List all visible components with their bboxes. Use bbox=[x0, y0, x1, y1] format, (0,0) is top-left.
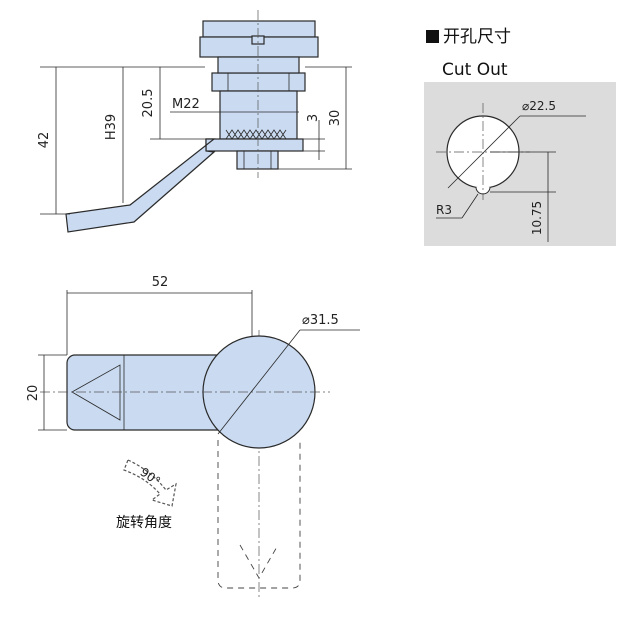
rotation-arrow-icon bbox=[123, 459, 177, 507]
hex-nut bbox=[211, 72, 306, 92]
cam-arm bbox=[65, 138, 216, 233]
dim-20-5: 20.5 bbox=[141, 89, 156, 118]
dim-52: 52 bbox=[152, 275, 169, 290]
lock-body-upper bbox=[217, 56, 300, 74]
retaining-screw bbox=[236, 150, 279, 170]
cutout-radius: R3 bbox=[436, 203, 452, 217]
lock-body bbox=[219, 90, 298, 140]
top-view: 52 20 ⌀31.5 90° bbox=[26, 275, 360, 600]
cutout-subtitle: Cut Out bbox=[442, 60, 508, 80]
cutout-view: ⌀22.5 R3 10.75 bbox=[424, 82, 616, 246]
dim-3: 3 bbox=[306, 114, 321, 122]
diameter-symbol-icon: ⌀ bbox=[522, 99, 529, 113]
dim-30: 30 bbox=[328, 110, 343, 127]
lock-cap bbox=[202, 20, 316, 38]
dim-42: 42 bbox=[37, 132, 52, 149]
cutout-diameter: ⌀22.5 bbox=[522, 99, 556, 113]
cutout-title-text: 开孔尺寸 bbox=[443, 27, 511, 47]
top-diameter: ⌀31.5 bbox=[302, 313, 339, 328]
top-diameter-value: 31.5 bbox=[310, 313, 339, 328]
dim-h39: H39 bbox=[104, 114, 119, 140]
square-bullet-icon bbox=[426, 30, 439, 43]
dim-20: 20 bbox=[26, 385, 41, 402]
cutout-height: 10.75 bbox=[530, 201, 544, 235]
cutout-diameter-value: 22.5 bbox=[529, 99, 556, 113]
rotation-label: 旋转角度 bbox=[116, 515, 172, 531]
side-view: 42 H39 20.5 M22 3 30 bbox=[37, 10, 352, 233]
diameter-symbol-icon: ⌀ bbox=[302, 313, 310, 328]
cam-plate bbox=[205, 138, 304, 152]
cutout-title: 开孔尺寸 bbox=[426, 22, 511, 47]
dim-m22: M22 bbox=[172, 97, 200, 112]
